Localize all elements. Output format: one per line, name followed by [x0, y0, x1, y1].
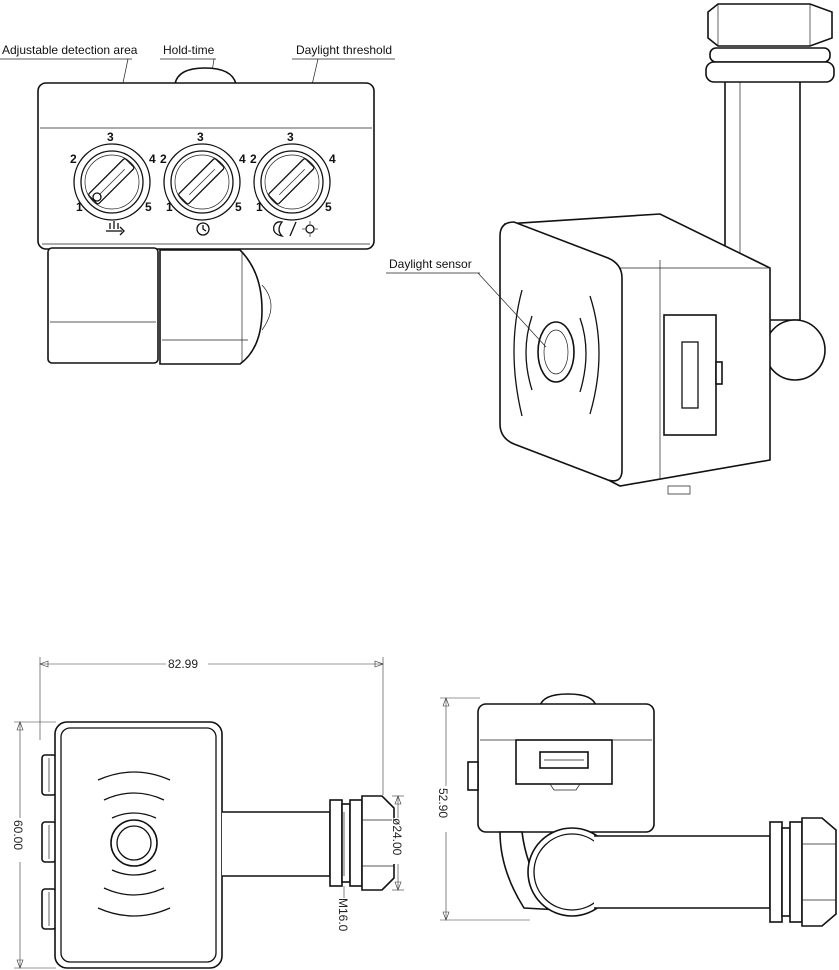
- svg-text:3: 3: [107, 130, 114, 144]
- dim-height: 60.00: [11, 820, 25, 850]
- svg-text:4: 4: [329, 152, 336, 166]
- dim-side-height: 52.90: [436, 788, 450, 818]
- daylight-threshold-knob[interactable]: 3 2 4 1 5: [250, 130, 336, 238]
- svg-text:1: 1: [76, 200, 83, 214]
- clock-icon: [196, 222, 210, 236]
- svg-text:4: 4: [149, 152, 156, 166]
- dim-nut-diameter: ø24.00: [390, 818, 404, 856]
- svg-text:5: 5: [145, 200, 152, 214]
- dim-thread: M16.0: [336, 898, 350, 932]
- svg-text:2: 2: [70, 152, 77, 166]
- moon-sun-icon: [273, 221, 318, 238]
- svg-text:4: 4: [239, 152, 246, 166]
- daylight-sensor-lens: [537, 321, 575, 383]
- svg-text:5: 5: [235, 200, 242, 214]
- callout-daylight-sensor: Daylight sensor: [389, 257, 472, 271]
- dim-width: 82.99: [168, 657, 198, 671]
- motion-range-icon: [106, 221, 125, 236]
- svg-text:3: 3: [287, 130, 294, 144]
- svg-text:2: 2: [250, 152, 257, 166]
- svg-text:3: 3: [197, 130, 204, 144]
- callout-detection-area: Adjustable detection area: [2, 43, 138, 57]
- svg-text:2: 2: [160, 152, 167, 166]
- isometric-view: Daylight sensor: [386, 3, 835, 495]
- callout-daylight-threshold: Daylight threshold: [296, 43, 392, 57]
- detection-area-knob[interactable]: 3 2 4 1 5: [70, 130, 156, 236]
- hold-time-knob[interactable]: 3 2 4 1 5: [160, 130, 246, 236]
- svg-text:1: 1: [256, 200, 263, 214]
- control-panel-view: Adjustable detection area Hold-time Dayl…: [0, 43, 395, 365]
- front-view: 82.99 60.00: [11, 656, 406, 969]
- svg-text:5: 5: [325, 200, 332, 214]
- callout-hold-time: Hold-time: [163, 43, 215, 57]
- side-view: 52.90: [436, 693, 837, 927]
- svg-text:1: 1: [166, 200, 173, 214]
